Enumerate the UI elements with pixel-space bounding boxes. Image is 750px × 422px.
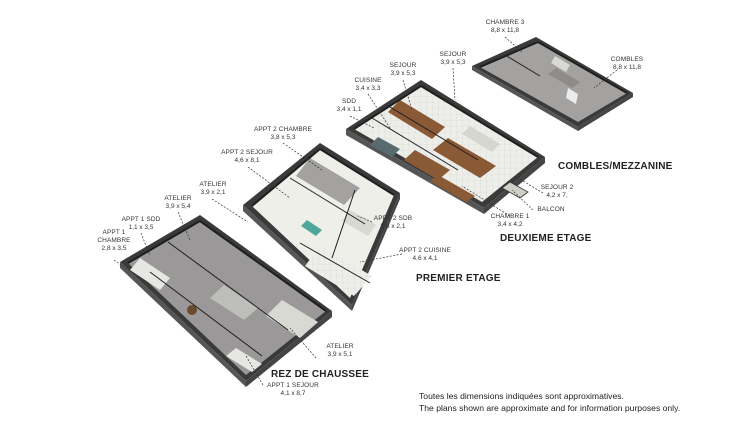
floor-title-premier: PREMIER ETAGE — [416, 273, 501, 284]
room-label-appt1-sejour: APPT 1 SEJOUR 4,1 x 8,7 — [267, 382, 319, 397]
room-label-appt1-sdd: APPT 1 SDD 1,1 x 3,5 — [121, 216, 161, 231]
room-label-cuisine: CUISINE 3,4 x 3,3 — [354, 77, 382, 92]
rez-de-chaussee-floor-plan — [120, 215, 332, 387]
disclaimer-en: The plans shown are approximate and for … — [419, 403, 681, 413]
room-label-chambre-1: CHAMBRE 1 3,4 x 4,2 — [490, 213, 530, 228]
room-label-appt1-chambre: APPT 1 CHAMBRE 2,8 x 3,5 — [97, 229, 131, 252]
room-label-appt2-sdb: APPT 2 SDB 3,8 x 2,1 — [373, 215, 413, 230]
disclaimer-fr: Toutes les dimensions indiquées sont app… — [419, 391, 624, 401]
leader-lines — [113, 36, 618, 386]
room-label-atelier-rdc-bottom: ATELIER 3,9 x 5,1 — [326, 343, 354, 358]
room-label-combles: COMBLES 8,8 x 11,8 — [610, 56, 644, 71]
room-label-sejour-b: SEJOUR 3,9 x 5,3 — [389, 62, 417, 77]
room-label-appt2-chambre: APPT 2 CHAMBRE 3,8 x 5,3 — [254, 126, 312, 141]
room-label-appt2-sejour: APPT 2 SEJOUR 4,6 x 8,1 — [221, 149, 273, 164]
floor-title-rdc: REZ DE CHAUSSEE — [271, 369, 370, 380]
room-label-atelier-rdc-top: ATELIER 3,9 x 5,4 — [164, 195, 192, 210]
combles-floor-plan — [472, 37, 633, 131]
deuxieme-etage-floor-plan — [346, 80, 545, 214]
floor-title-combles: COMBLES/MEZZANINE — [558, 161, 673, 172]
room-label-chambre-3: CHAMBRE 3 8,8 x 11,8 — [485, 19, 525, 34]
floor-title-deuxieme: DEUXIEME ETAGE — [500, 233, 592, 244]
room-label-sdd: SDD 3,4 x 1,1 — [336, 98, 362, 113]
room-label-sejour-a: SEJOUR 3,9 x 5,3 — [439, 51, 467, 66]
room-label-atelier-1er: ATELIER 3,9 x 2,1 — [199, 181, 227, 196]
premier-etage-floor-plan — [243, 143, 400, 311]
room-label-balcon: BALCON — [537, 206, 565, 213]
room-label-appt2-cuisine: APPT 2 CUISINE 4,6 x 4,1 — [399, 247, 451, 262]
room-label-sejour-2: SEJOUR 2 4,2 x 7, — [540, 184, 574, 199]
